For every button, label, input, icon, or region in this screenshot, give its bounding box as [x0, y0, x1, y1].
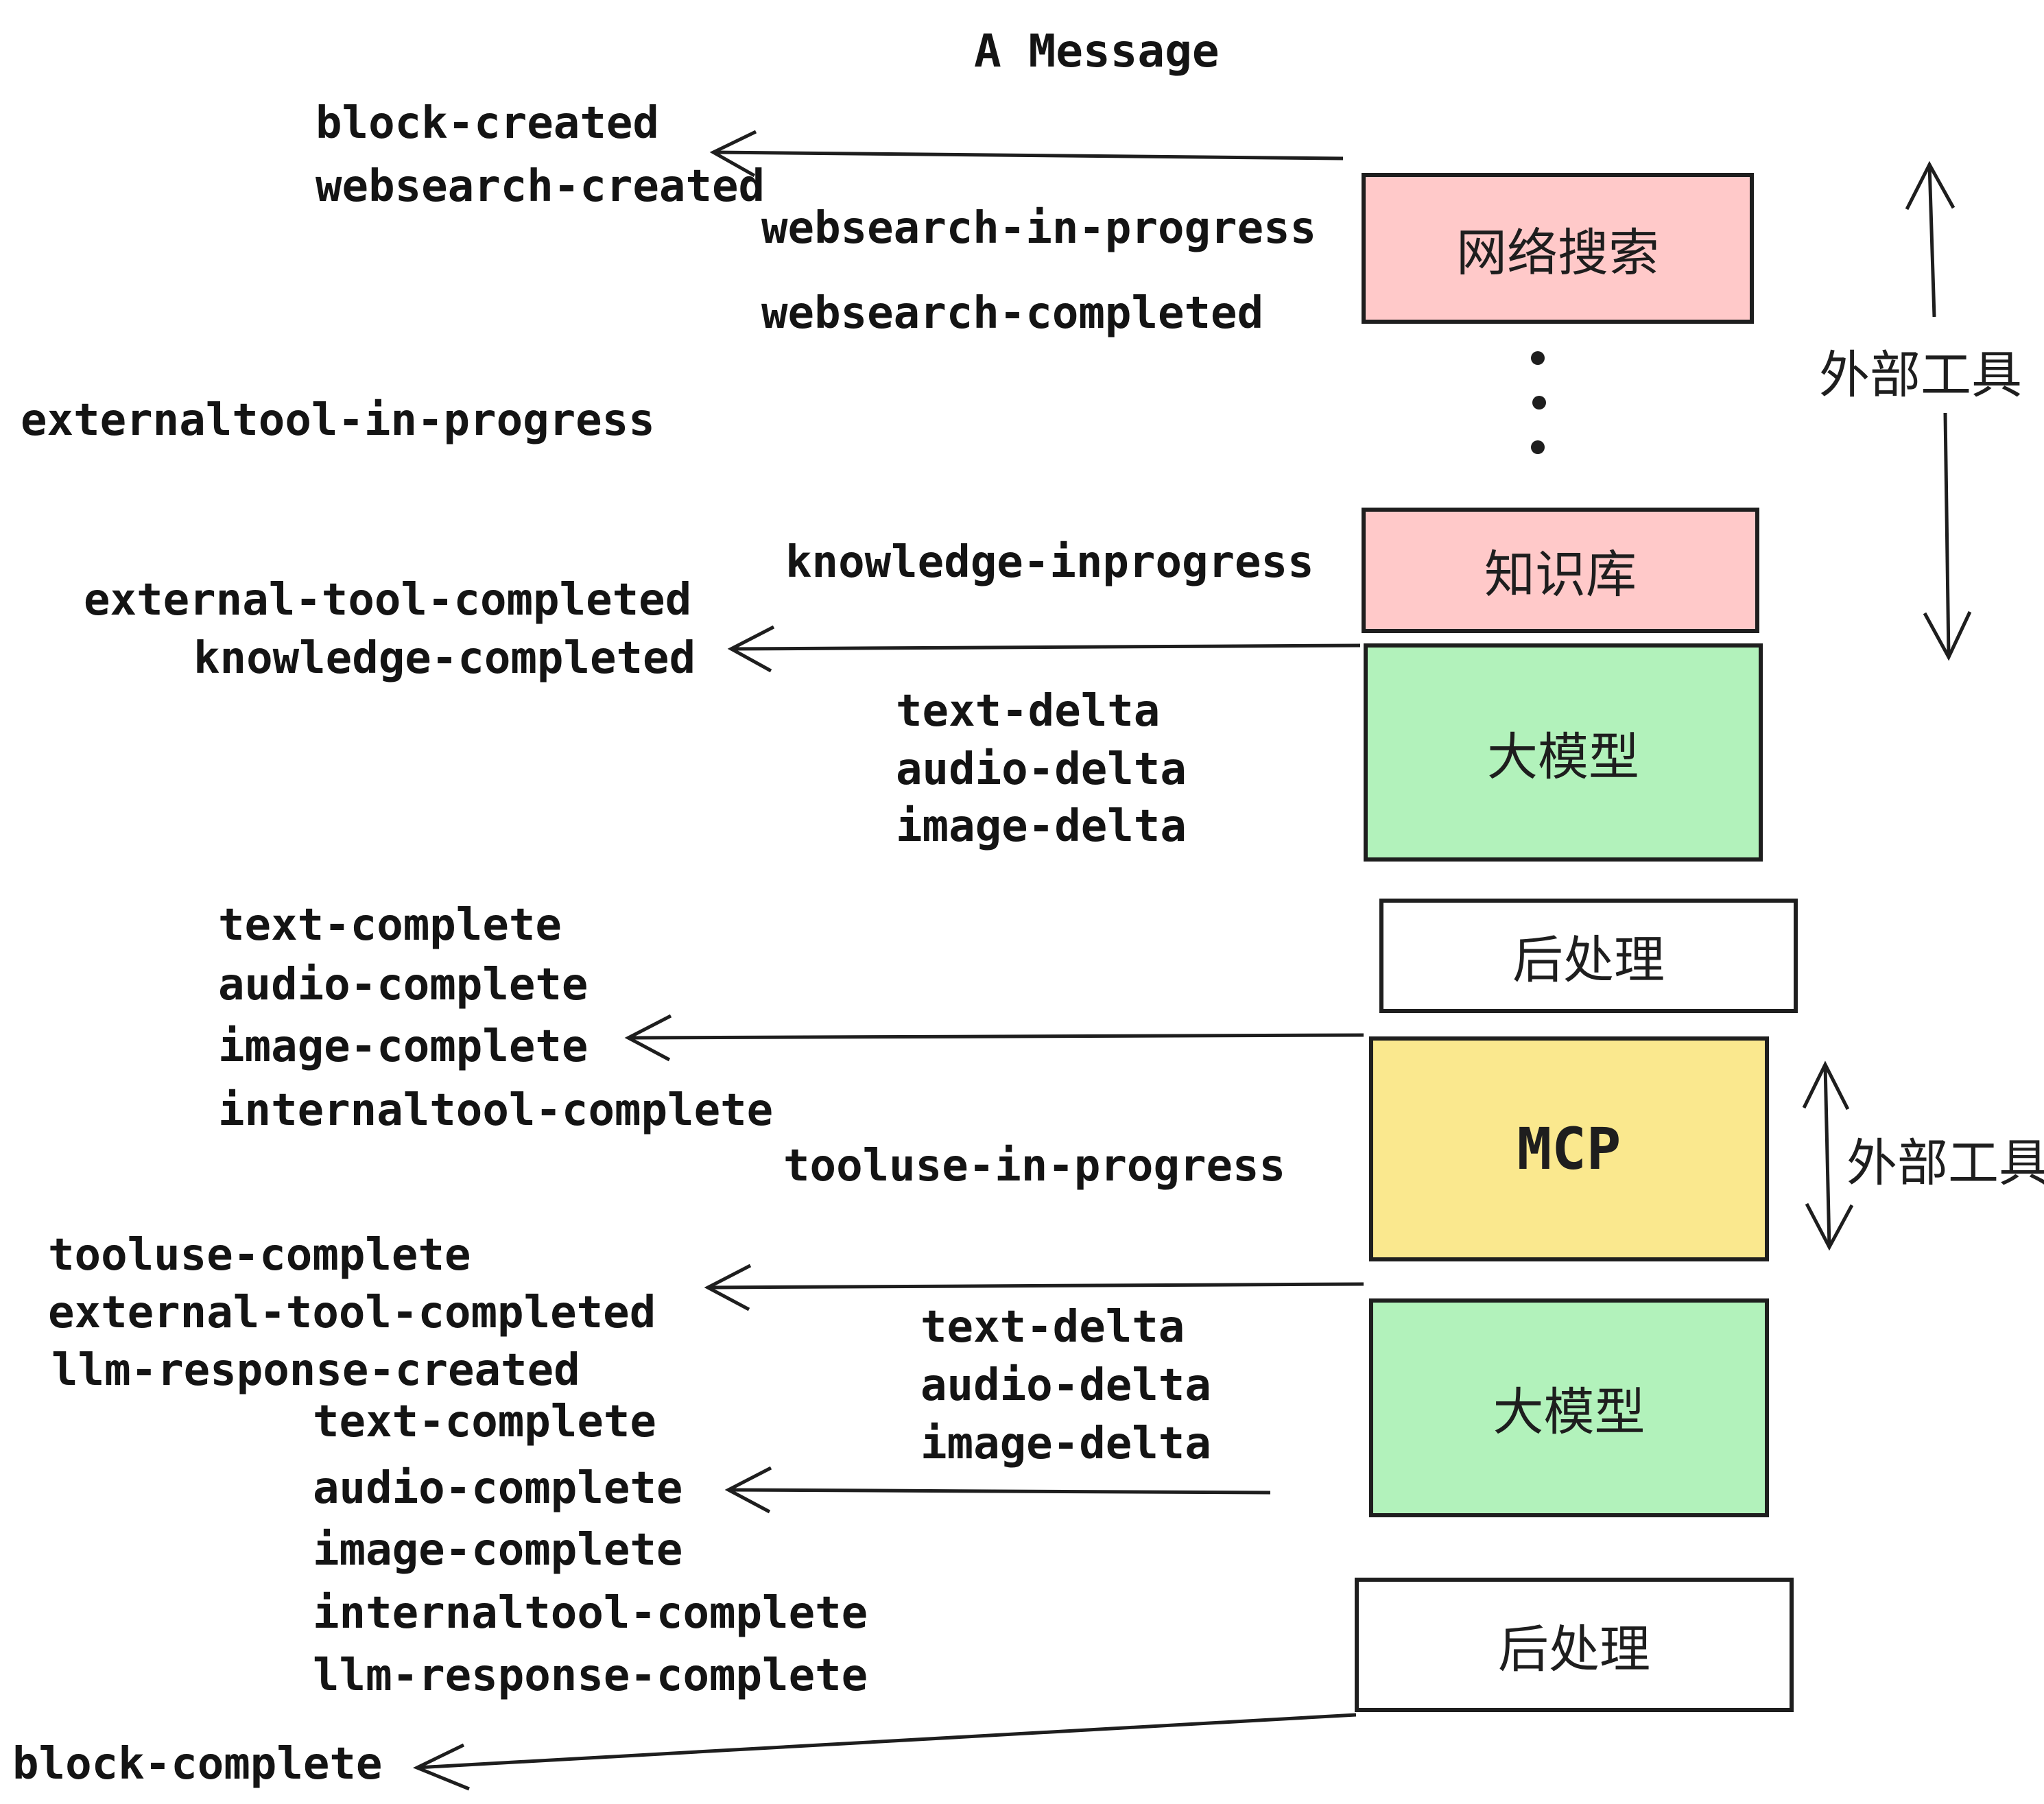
event-label-websearch-created: websearch-created [316, 161, 765, 212]
external-tools-label-top: 外部工具 [1819, 346, 2022, 403]
event-label-text-complete: text-complete [218, 900, 562, 951]
node-websearch-label: 网络搜索 [1456, 224, 1659, 281]
event-label-websearch-in-progress: websearch-in-progress [761, 203, 1317, 254]
event-label-text-delta: text-delta [896, 686, 1161, 737]
node-postprocess-1-label: 后处理 [1512, 931, 1665, 988]
event-label-knowledge-completed: knowledge-completed [193, 633, 696, 684]
node-llm-1-label: 大模型 [1487, 728, 1639, 785]
ellipsis-dot [1532, 396, 1546, 410]
event-label-tooluse-in-progress: tooluse-in-progress [783, 1141, 1286, 1191]
event-label-image-complete-2: image-complete [313, 1525, 683, 1576]
external-tools-down-arrow [1923, 412, 1972, 661]
node-llm-2: 大模型 [1369, 1298, 1769, 1517]
node-knowledge-label: 知识库 [1484, 546, 1637, 603]
event-label-knowledge-inprogress: knowledge-inprogress [785, 537, 1314, 588]
event-label-tooluse-complete: tooluse-complete [48, 1230, 471, 1281]
event-label-block-complete: block-complete [12, 1739, 383, 1790]
event-label-internaltool-complete-2: internaltool-complete [313, 1588, 868, 1639]
event-label-llm-response-complete: llm-response-complete [313, 1650, 868, 1701]
event-label-audio-complete: audio-complete [218, 960, 589, 1010]
external-tools-double-arrow [1802, 1060, 1854, 1251]
event-label-llm-response-created: llm-response-created [51, 1345, 580, 1396]
node-llm-1: 大模型 [1364, 643, 1763, 862]
event-label-externaltool-in-progress: externaltool-in-progress [21, 395, 655, 446]
node-knowledge: 知识库 [1362, 508, 1759, 633]
external-tools-up-arrow [1905, 161, 1956, 318]
arrow-to-knowledge-completed [727, 625, 1361, 673]
node-postprocess-2-label: 后处理 [1498, 1620, 1650, 1678]
node-websearch: 网络搜索 [1362, 173, 1754, 324]
event-label-block-created: block-created [316, 98, 659, 149]
node-mcp-label: MCP [1517, 1115, 1621, 1183]
event-label-image-delta: image-delta [896, 801, 1187, 852]
event-label-audio-complete-2: audio-complete [313, 1463, 683, 1514]
event-label-audio-delta-2: audio-delta [920, 1360, 1211, 1411]
ellipsis-dot [1531, 440, 1545, 454]
event-label-image-delta-2: image-delta [920, 1419, 1211, 1469]
node-postprocess-1: 后处理 [1379, 899, 1798, 1013]
ellipsis-dot [1531, 351, 1545, 365]
event-label-text-complete-2: text-complete [313, 1397, 656, 1447]
node-mcp: MCP [1369, 1036, 1769, 1261]
arrow-to-image-complete [624, 1014, 1364, 1062]
event-label-text-delta-2: text-delta [920, 1302, 1185, 1353]
event-label-websearch-completed: websearch-completed [761, 288, 1264, 339]
event-label-internaltool-complete: internaltool-complete [218, 1085, 774, 1136]
event-label-audio-delta: audio-delta [896, 744, 1187, 795]
event-label-external-tool-completed: external-tool-completed [84, 575, 692, 626]
arrow-to-block-complete [412, 1713, 1357, 1791]
event-label-image-complete: image-complete [218, 1021, 589, 1072]
arrow-to-audio-complete [724, 1466, 1271, 1514]
node-postprocess-2: 后处理 [1355, 1578, 1794, 1712]
node-llm-2-label: 大模型 [1493, 1384, 1645, 1440]
diagram-title: A Message [974, 25, 1220, 78]
external-tools-label-bottom: 外部工具 [1846, 1135, 2044, 1191]
arrow-to-block-created [709, 130, 1344, 178]
event-label-external-tool-completed-2: external-tool-completed [48, 1287, 656, 1338]
